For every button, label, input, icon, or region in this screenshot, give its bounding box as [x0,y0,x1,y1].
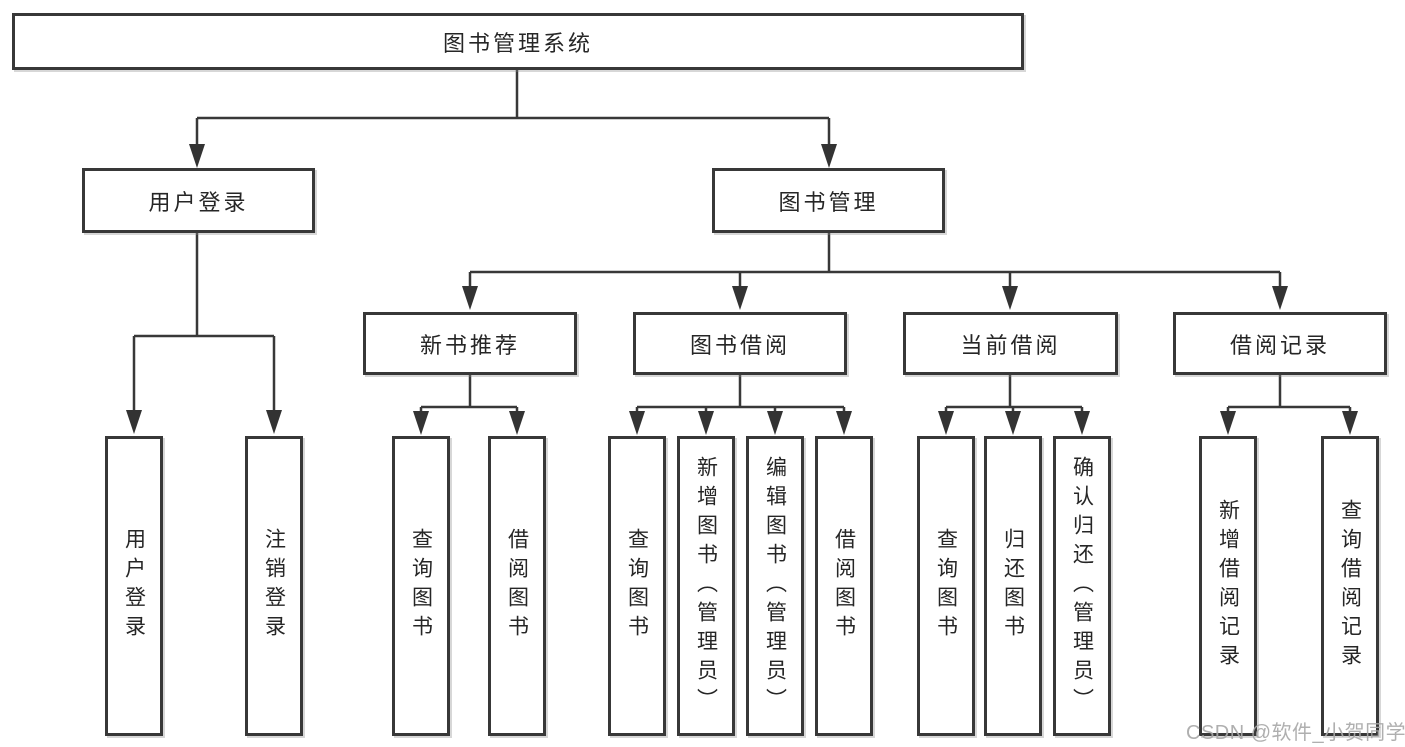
arrowhead-icon [1220,411,1236,435]
node-book-management: 图书管理 [712,168,945,233]
arrowhead-icon [126,410,142,434]
arrowhead-icon [767,411,783,435]
leaf-borrow-books: 借阅图书 [815,436,873,736]
connector-root-to-level2 [195,70,831,146]
leaf-label: 归还图书 [1001,528,1025,644]
arrowhead-icon [836,411,852,435]
node-current-borrowing: 当前借阅 [903,312,1118,375]
leaf-label: 用户登录 [122,528,146,644]
arrowhead-icon [1272,286,1288,310]
leaf-label: 注销登录 [262,528,286,644]
leaf-return-books: 归还图书 [984,436,1042,736]
leaf-label: 查询图书 [625,528,649,644]
leaf-label: 确认归还（管理员） [1070,455,1094,717]
leaf-user-login: 用户登录 [105,436,163,736]
arrowhead-icon [1002,286,1018,310]
connector-login-to-leaves [132,233,276,412]
leaf-label: 查询图书 [409,528,433,644]
node-book-borrowing: 图书借阅 [633,312,847,375]
arrowhead-icon [938,411,954,435]
arrowhead-icon [266,410,282,434]
node-label: 借阅记录 [1229,332,1330,358]
leaf-query-books: 查询图书 [917,436,975,736]
node-label: 当前借阅 [960,332,1061,358]
leaf-borrow-books: 借阅图书 [488,436,546,736]
node-label: 用户登录 [148,189,249,215]
connector-borrow-to-leaves [635,375,846,413]
arrowhead-icon [821,144,837,168]
arrowhead-icon [1074,411,1090,435]
csdn-watermark: CSDN @软件_小贺同学 [1186,722,1405,744]
arrowhead-icon [189,144,205,168]
leaf-label: 编辑图书（管理员） [763,455,787,717]
node-library-management-system: 图书管理系统 [12,13,1024,70]
arrowhead-icon [509,411,525,435]
arrowhead-icon [732,286,748,310]
leaf-query-books: 查询图书 [608,436,666,736]
leaf-label: 新增借阅记录 [1216,499,1240,673]
connector-current-to-leaves [944,375,1084,413]
arrowhead-icon [1005,411,1021,435]
node-label: 图书借阅 [689,332,790,358]
leaf-label: 查询借阅记录 [1338,499,1362,673]
arrowhead-icon [629,411,645,435]
arrowheads [126,144,1358,435]
node-label: 图书管理 [778,189,879,215]
leaf-label: 借阅图书 [505,528,529,644]
node-borrowing-records: 借阅记录 [1173,312,1387,375]
leaf-add-books-admin: 新增图书（管理员） [677,436,735,736]
arrowhead-icon [413,411,429,435]
leaf-label: 新增图书（管理员） [694,455,718,717]
leaf-edit-books-admin: 编辑图书（管理员） [746,436,804,736]
leaf-label: 借阅图书 [832,528,856,644]
node-label: 新书推荐 [419,332,520,358]
node-label: 图书管理系统 [442,30,593,56]
leaf-query-books: 查询图书 [392,436,450,736]
leaf-logout: 注销登录 [245,436,303,736]
connector-newbook-to-leaves [419,375,519,413]
connector-mgmt-to-level3 [468,233,1282,288]
leaf-add-borrow-record: 新增借阅记录 [1199,436,1257,736]
leaf-label: 查询图书 [934,528,958,644]
leaf-confirm-return-admin: 确认归还（管理员） [1053,436,1111,736]
node-new-book-recommend: 新书推荐 [363,312,577,375]
node-user-login: 用户登录 [82,168,315,233]
arrowhead-icon [1342,411,1358,435]
arrowhead-icon [698,411,714,435]
connector-record-to-leaves [1226,375,1352,413]
leaf-query-borrow-record: 查询借阅记录 [1321,436,1379,736]
arrowhead-icon [462,286,478,310]
